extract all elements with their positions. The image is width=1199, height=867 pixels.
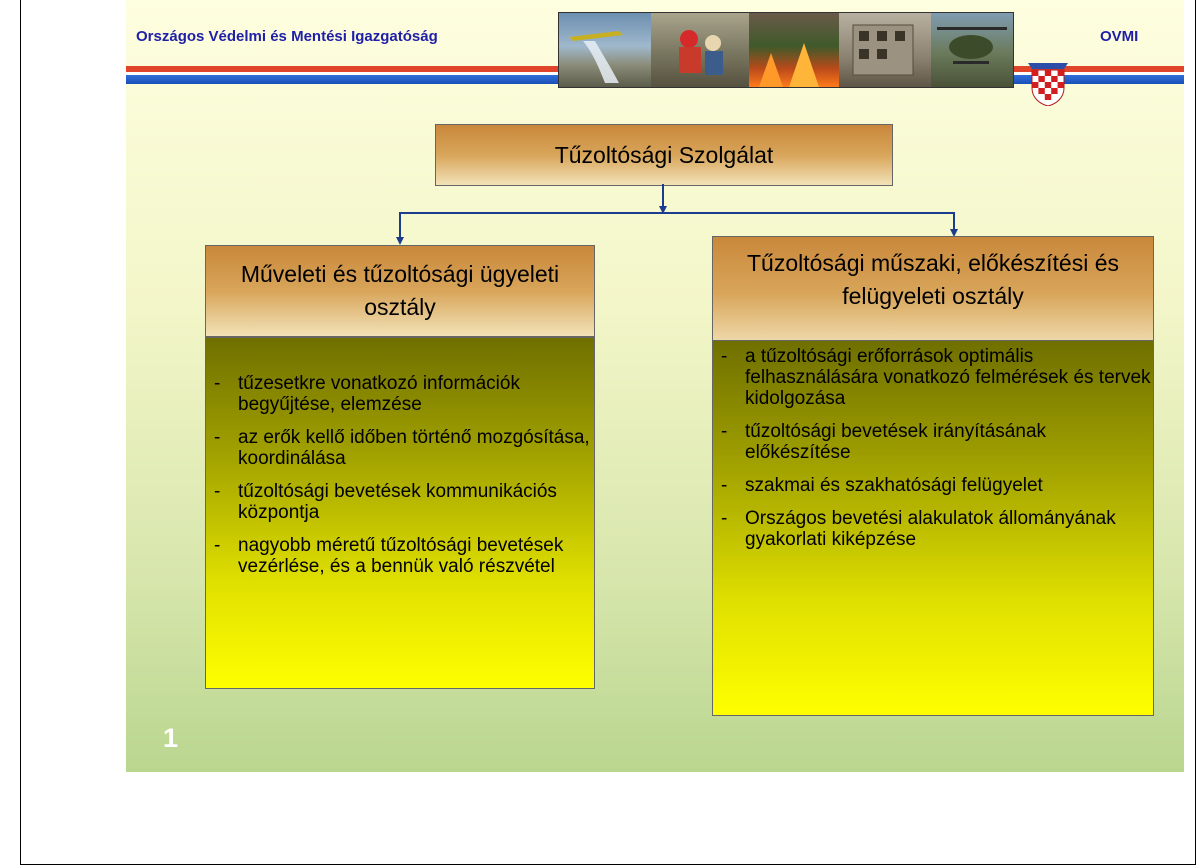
list-item: -a tűzoltósági erőforrások optimális fel…	[721, 346, 1151, 409]
list-item: -tűzoltósági bevetések irányításának elő…	[721, 421, 1047, 463]
header-photo-strip	[558, 12, 1014, 88]
connector-right-arrow	[950, 229, 958, 237]
connector-root-down	[662, 184, 664, 206]
connector-right-down	[953, 212, 955, 230]
right-department-title: Tűzoltósági műszaki, előkészítési és fel…	[747, 250, 1119, 309]
left-department-heading: Műveleti és tűzoltósági ügyeleti osztály	[205, 245, 595, 337]
photo-rescue-team	[651, 13, 749, 87]
left-task-1: tűzesetkre vonatkozó információk begyűjt…	[238, 373, 520, 415]
organization-name: Országos Védelmi és Mentési Igazgatóság	[136, 28, 438, 45]
right-task-3: szakmai és szakhatósági felügyelet	[745, 475, 1043, 496]
list-item: -az erők kellő időben történő mozgósítás…	[214, 427, 590, 469]
right-task-2: tűzoltósági bevetések irányításának elők…	[745, 421, 1047, 463]
slide-number: 1	[163, 723, 179, 753]
org-chart-root-box: Tűzoltósági Szolgálat	[435, 124, 893, 186]
connector-horizontal	[399, 212, 954, 214]
connector-root-arrow	[659, 206, 667, 214]
right-task-1: a tűzoltósági erőforrások optimális felh…	[745, 346, 1151, 409]
left-department-title: Műveleti és tűzoltósági ügyeleti osztály	[240, 261, 560, 320]
connector-left-down	[399, 212, 401, 238]
right-department-heading: Tűzoltósági műszaki, előkészítési és fel…	[712, 236, 1154, 351]
left-task-3: tűzoltósági bevetések kommunikációs közp…	[238, 481, 557, 523]
list-item: -nagyobb méretű tűzoltósági bevetések ve…	[214, 535, 564, 577]
left-task-2: az erők kellő időben történő mozgósítása…	[238, 427, 590, 469]
list-item: -tűzesetkre vonatkozó információk begyűj…	[214, 373, 520, 415]
right-department-tasks: -a tűzoltósági erőforrások optimális fel…	[712, 340, 1154, 716]
left-task-4: nagyobb méretű tűzoltósági bevetések vez…	[238, 535, 564, 577]
left-department-tasks: -tűzesetkre vonatkozó információk begyűj…	[205, 337, 595, 689]
croatian-coat-of-arms-icon	[1028, 63, 1068, 106]
photo-firefighting-aircraft	[559, 13, 651, 87]
page-frame	[20, 0, 1196, 865]
list-item: -szakmai és szakhatósági felügyelet	[721, 475, 1043, 496]
right-task-4: Országos bevetési alakulatok állományána…	[745, 508, 1116, 550]
list-item: -Országos bevetési alakulatok állományán…	[721, 508, 1116, 550]
organization-acronym: OVMI	[1100, 28, 1139, 45]
list-item: -tűzoltósági bevetések kommunikációs köz…	[214, 481, 557, 523]
photo-damaged-building	[839, 13, 931, 87]
connector-left-arrow	[396, 237, 404, 245]
photo-forest-fire	[749, 13, 839, 87]
photo-helicopter	[931, 13, 1013, 87]
